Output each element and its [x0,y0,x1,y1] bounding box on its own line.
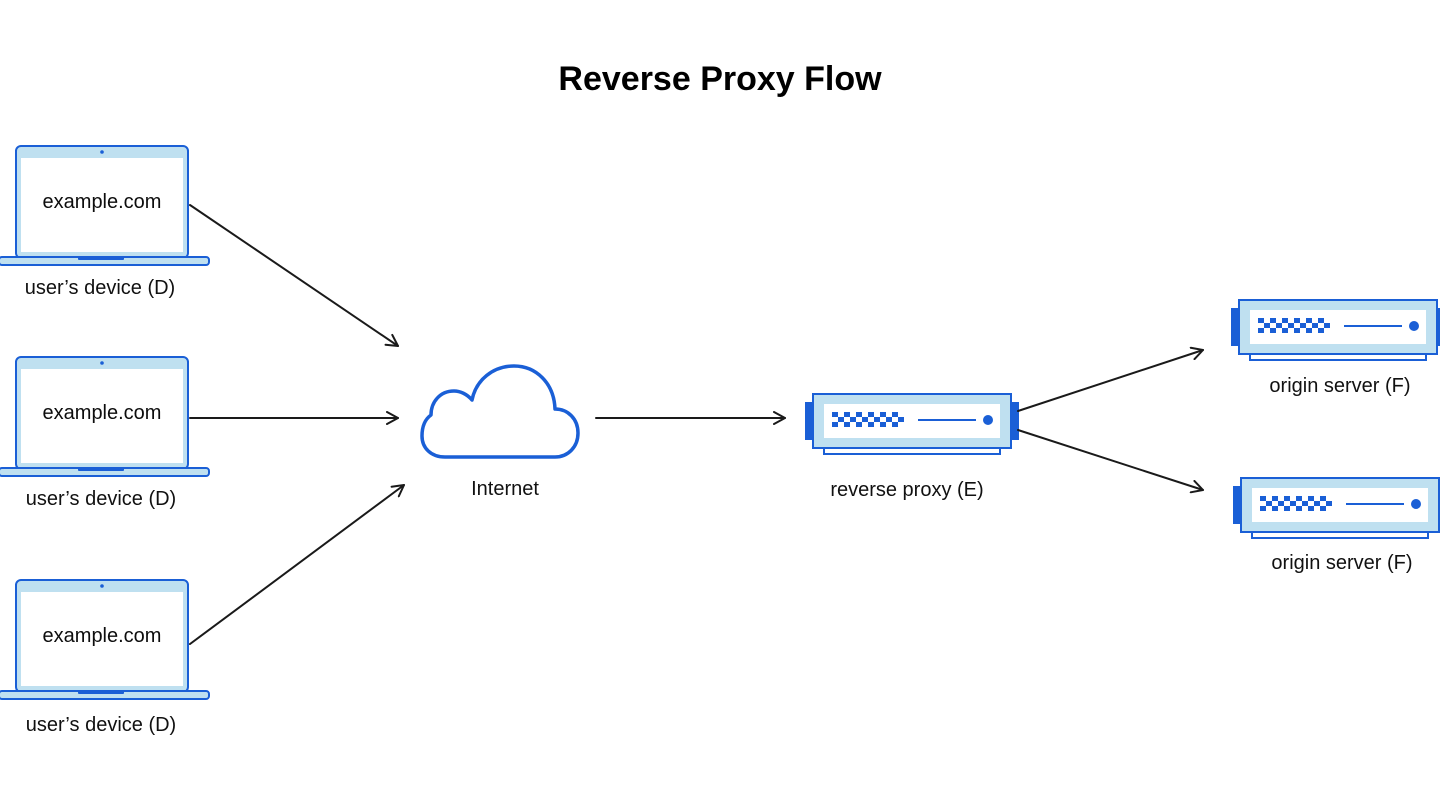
device-screen-text: example.com [43,402,162,424]
user-device-3: example.com user’s device (D) [0,579,210,736]
internet-label: Internet [471,478,539,500]
user-device-1: example.com user’s device (D) [0,145,210,299]
origin-server-label: origin server (F) [1269,375,1410,397]
origin-server-label: origin server (F) [1271,552,1412,574]
device-label: user’s device (D) [25,277,175,299]
server-icon [1230,299,1440,361]
reverse-proxy-label: reverse proxy (E) [830,479,983,501]
user-device-2: example.com user’s device (D) [0,356,210,510]
origin-server-2: origin server (F) [1232,477,1440,574]
device-screen-text: example.com [43,191,162,213]
internet-node: Internet [420,364,580,500]
server-icon [804,393,1020,455]
arrow-proxy-to-origin2 [1017,429,1204,494]
arrow-device1-to-internet [189,204,399,347]
arrow-proxy-to-origin1 [1017,346,1204,412]
diagram-title: Reverse Proxy Flow [558,60,882,98]
device-screen-text: example.com [43,625,162,647]
device-label: user’s device (D) [26,714,176,736]
reverse-proxy-node: reverse proxy (E) [804,393,1020,501]
arrow-device3-to-internet [189,484,405,645]
origin-server-1: origin server (F) [1230,299,1440,397]
device-label: user’s device (D) [26,488,176,510]
cloud-icon [420,364,580,459]
server-icon [1232,477,1440,539]
